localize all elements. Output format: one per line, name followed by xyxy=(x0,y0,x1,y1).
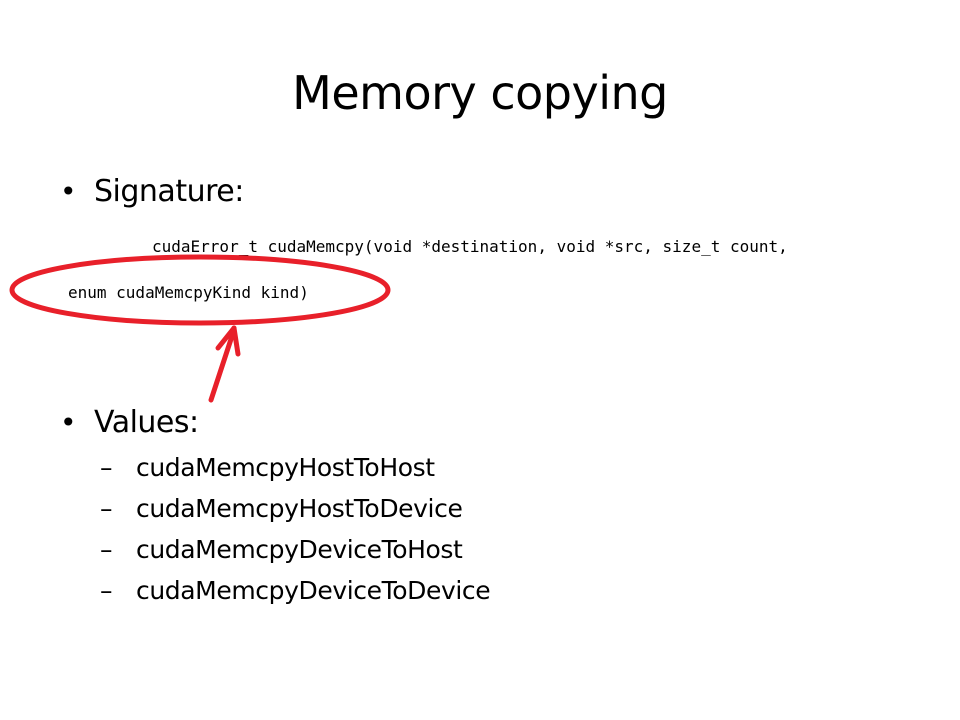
dash-glyph: – xyxy=(100,494,113,523)
arrow-icon xyxy=(208,325,241,403)
value-item: –cudaMemcpyHostToHost xyxy=(100,450,435,486)
signature-code-line-2: enum cudaMemcpyKind kind) xyxy=(68,283,309,302)
value-item: –cudaMemcpyHostToDevice xyxy=(100,491,463,527)
bullet-dot: • xyxy=(60,175,77,208)
bullet-values: • Values: xyxy=(60,403,199,443)
bullet-dot: • xyxy=(60,406,77,439)
value-item-label: cudaMemcpyHostToDevice xyxy=(136,494,463,523)
value-item-label: cudaMemcpyDeviceToHost xyxy=(136,535,463,564)
dash-glyph: – xyxy=(100,576,113,605)
bullet-signature-label: Signature: xyxy=(94,174,244,209)
dash-glyph: – xyxy=(100,535,113,564)
value-item: –cudaMemcpyDeviceToDevice xyxy=(100,573,491,609)
value-item-label: cudaMemcpyDeviceToDevice xyxy=(136,576,491,605)
value-item: –cudaMemcpyDeviceToHost xyxy=(100,532,463,568)
bullet-values-label: Values: xyxy=(94,405,199,440)
dash-glyph: – xyxy=(100,453,113,482)
value-item-label: cudaMemcpyHostToHost xyxy=(136,453,435,482)
bullet-signature: • Signature: xyxy=(60,172,244,212)
signature-code-line-1: cudaError_t cudaMemcpy(void *destination… xyxy=(152,237,788,256)
slide-title: Memory copying xyxy=(292,66,668,120)
